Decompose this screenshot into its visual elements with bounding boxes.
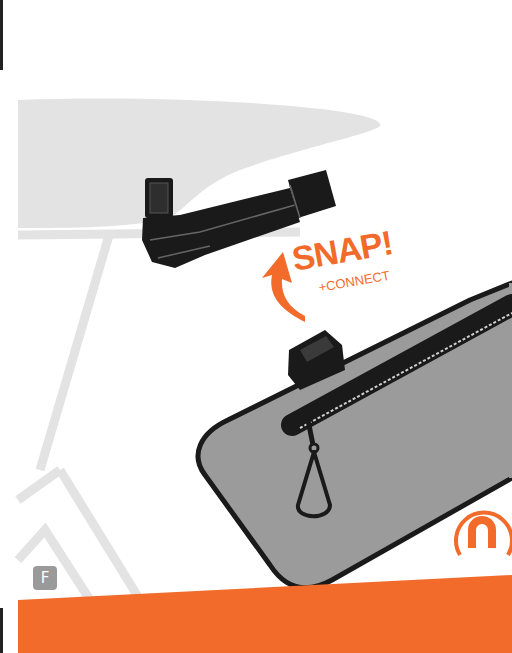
edge-bar	[0, 0, 3, 70]
magnet-icon	[456, 513, 512, 555]
mount-puck	[288, 330, 345, 390]
zipper-pull	[298, 452, 330, 516]
saddle-bag	[198, 283, 512, 588]
orange-band	[18, 575, 512, 653]
saddle	[18, 98, 380, 228]
panel-letter: F	[41, 571, 50, 586]
panel-letter-box: F	[33, 566, 57, 590]
edge-bar	[0, 608, 3, 653]
